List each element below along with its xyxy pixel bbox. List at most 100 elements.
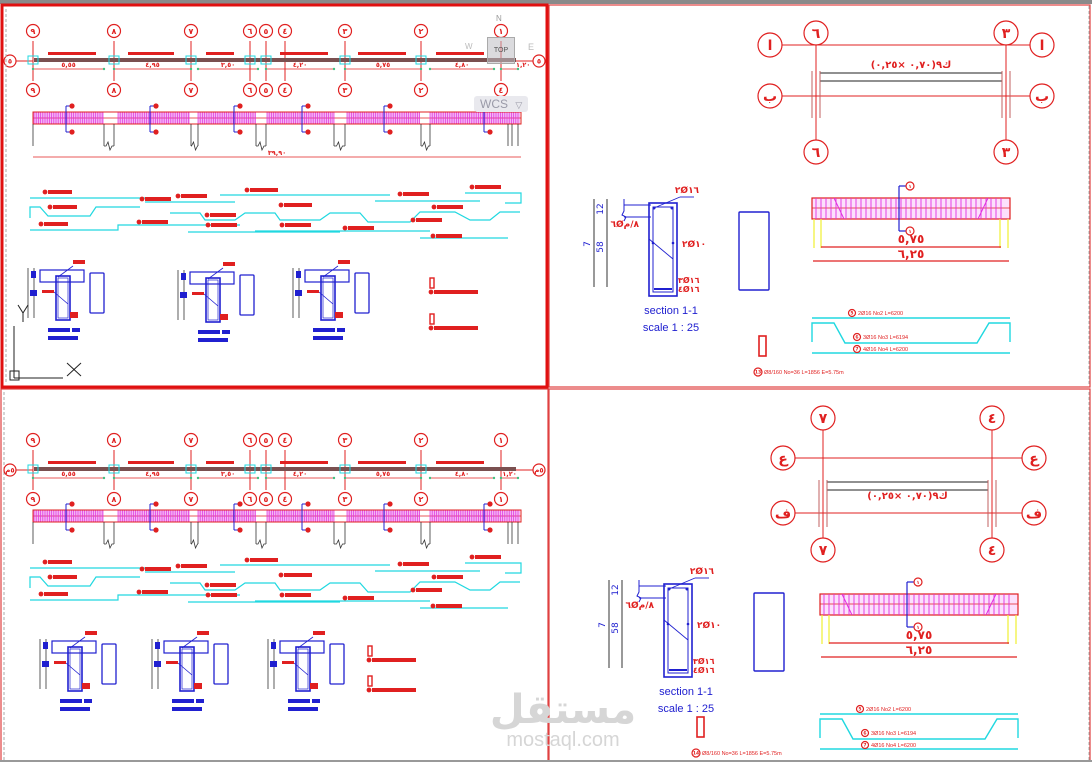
grid-bubble-circle — [810, 405, 836, 431]
rebar-tag-text — [210, 583, 236, 587]
section-title-block — [48, 328, 70, 332]
grid-bubble: ١ — [493, 491, 509, 507]
rebar-tag-dot — [430, 233, 436, 239]
flange-outline — [39, 269, 85, 283]
grid-bubble: ٩ — [25, 82, 41, 98]
rebar-tag-text — [372, 658, 416, 662]
grid-bubble: ٩ — [25, 23, 41, 39]
grid-bubble-circle — [757, 83, 783, 109]
grid-bubble-circle — [860, 728, 870, 738]
viewcube-top-face[interactable]: TOP — [487, 37, 515, 64]
grid-bubble-label: ٥ — [264, 86, 269, 95]
section-mark-dot — [69, 527, 75, 533]
side-bar — [686, 622, 690, 626]
section-mark-dot — [487, 501, 493, 507]
section-mark-dot — [237, 129, 243, 135]
stirrup-hook — [203, 293, 219, 307]
grid-bubble-label: 6 — [863, 731, 866, 737]
stirrup-shape — [367, 645, 373, 657]
rebar-tag-dot — [428, 289, 434, 295]
rebar-tag-text — [285, 593, 311, 597]
grid-bubble: ٤ — [979, 537, 1005, 563]
section-mark-dot — [237, 103, 243, 109]
grid-bubble-circle — [852, 344, 862, 354]
flange-outline — [189, 271, 235, 285]
viewport-top-right-frame[interactable] — [548, 4, 1091, 388]
grid-bubble: 6 — [860, 728, 870, 738]
section-title: section 1-1 — [644, 305, 698, 317]
rebar-tag-dot — [204, 212, 210, 218]
rebar-tag — [428, 325, 478, 331]
compass-east[interactable]: E — [528, 42, 535, 52]
viewport-top-left-active-border[interactable] — [0, 3, 549, 389]
grid-bubble-label: ٢ — [419, 436, 424, 445]
rebar-tag-text — [434, 290, 478, 294]
grid-bubble-circle — [993, 20, 1019, 46]
grid-bubble-label: ٣ — [343, 86, 348, 95]
viewport-bottom-left[interactable] — [0, 388, 549, 762]
viewport-bottom-right-frame[interactable] — [548, 388, 1091, 762]
grid-bubble-circle — [242, 491, 258, 507]
grid-bubble: ١ — [905, 226, 915, 236]
stirrup-outline — [57, 277, 69, 319]
rebar-tag — [244, 557, 278, 563]
rebar-run — [30, 594, 240, 601]
dimension-tag — [43, 642, 48, 649]
grid-bubble-circle — [770, 500, 796, 526]
rebar-tag-text — [142, 220, 168, 224]
rebar-tag — [139, 566, 171, 572]
compass-north[interactable]: N — [496, 14, 502, 23]
section-title: section 1-1 — [659, 686, 713, 698]
dimension-tick — [102, 67, 106, 71]
grid-bubble-circle — [1021, 500, 1047, 526]
grid-bubble-label: ٨ — [112, 436, 117, 445]
section-title-block — [172, 699, 194, 703]
dimension-tag — [154, 661, 161, 667]
stirrup-shape — [758, 335, 767, 357]
bar-schedule-text: 3Ø16 No3 L=6194 — [863, 335, 908, 341]
grid-bubble: ٢ — [413, 23, 429, 39]
grid-bubble-label: ا — [1040, 38, 1045, 54]
web-outline — [67, 646, 83, 692]
grid-bubble-label: 14 — [693, 751, 699, 757]
grid-bubble: ٢ — [413, 432, 429, 448]
section-mark-dot — [69, 129, 75, 135]
dimension-tag — [271, 642, 276, 649]
viewport-top-right[interactable] — [548, 4, 1091, 388]
ucs-dropdown[interactable]: WCS ▽ — [474, 96, 529, 112]
bar-schedule-text: 3Ø16 No3 L=6194 — [871, 731, 916, 737]
viewport-bottom-right[interactable] — [548, 388, 1091, 762]
grid-bubble: ٧ — [183, 432, 199, 448]
cross-section-outline — [101, 643, 117, 685]
span-length-label: ٣,٥٠ — [221, 470, 235, 478]
grid-bubble-label: ٢ — [419, 495, 424, 504]
ucs-y-glyph — [22, 304, 29, 314]
rebar-label — [313, 631, 325, 635]
side-bar-label: ٢Ø١٠ — [682, 239, 706, 250]
rebar-run — [170, 211, 520, 223]
grid-bubble-circle — [183, 82, 199, 98]
cross-section-outline — [329, 643, 345, 685]
compass-west[interactable]: W — [465, 42, 473, 51]
grid-bubble-circle — [810, 537, 836, 563]
viewport-bottom-left-frame[interactable] — [0, 388, 549, 762]
grid-bubble-label: 7 — [863, 743, 866, 749]
section-stirrup — [652, 206, 674, 293]
grid-bubble-circle — [337, 82, 353, 98]
cross-section-outline — [753, 592, 785, 672]
web-outline — [320, 275, 336, 321]
rebar-tag-text — [181, 194, 207, 198]
side-bar — [671, 241, 675, 245]
stirrup-shape — [429, 313, 435, 325]
break-line — [421, 140, 430, 152]
grid-bubble-label: ١ — [916, 625, 919, 631]
grid-bubble-circle — [25, 491, 41, 507]
grid-bubble-circle — [1029, 83, 1055, 109]
dimension-tick — [189, 67, 193, 71]
rebar-label — [197, 631, 209, 635]
section-mark-dot — [387, 501, 393, 507]
rebar-tag-dot — [431, 204, 437, 210]
section-title-block — [288, 699, 310, 703]
